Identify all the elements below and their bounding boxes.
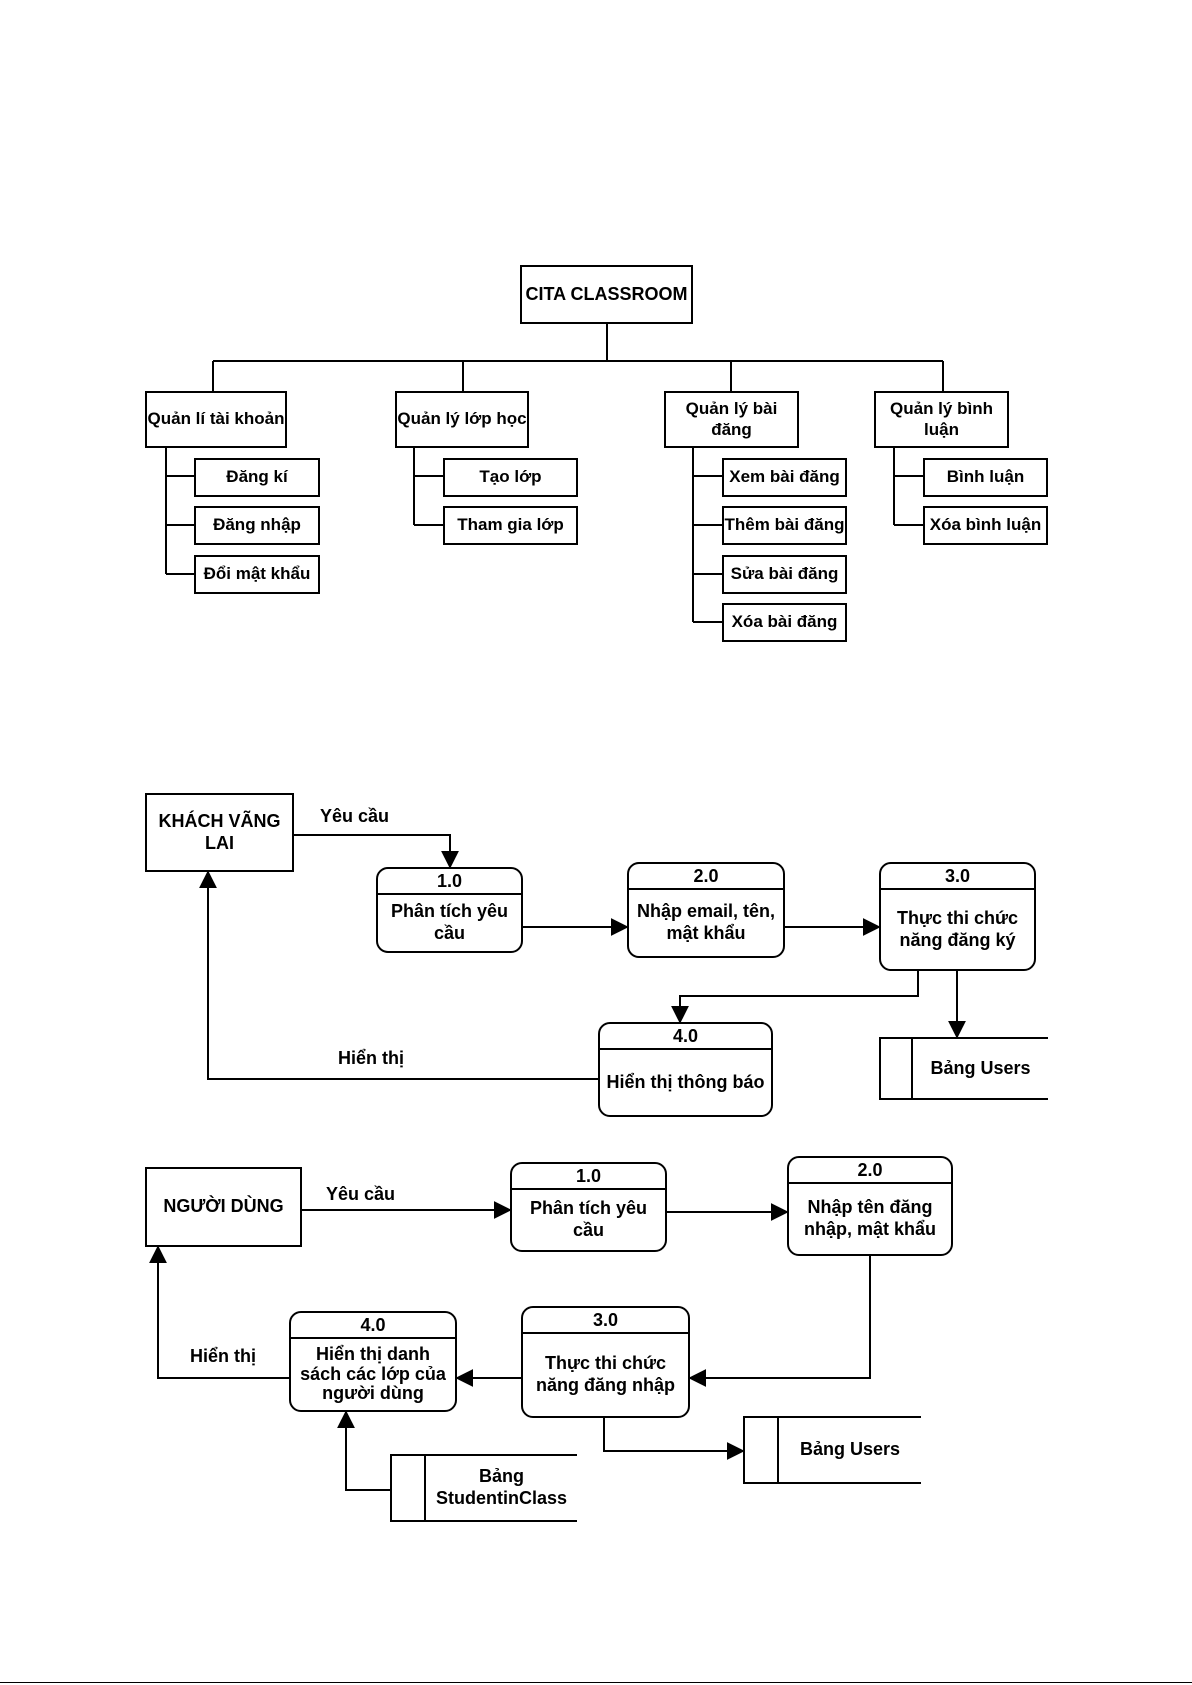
process-label: Phân tích yêu cầu: [529, 1198, 648, 1240]
flow-label-display: Hiển thị: [338, 1048, 404, 1068]
group-post: Quản lý bài đăng: [664, 391, 799, 448]
item-delete-comment: Xóa bình luận: [923, 506, 1048, 545]
datastore-users: Bảng Users: [879, 1037, 1048, 1100]
group-account: Quản lí tài khoản: [145, 391, 287, 448]
process-label: Thực thi chức năng đăng nhập: [536, 1353, 675, 1395]
datastore-studentinclass: Bảng StudentinClass: [390, 1454, 577, 1522]
datastore-divider: [911, 1039, 913, 1098]
item-delete-post: Xóa bài đăng: [722, 603, 847, 642]
process-input-credentials: 2.0 Nhập tên đăng nhập, mật khẩu: [787, 1156, 953, 1256]
item-view-post: Xem bài đăng: [722, 458, 847, 497]
process-analyze-request: 1.0 Phân tích yêu cầu: [376, 867, 523, 953]
process-label: Nhập email, tên, mật khẩu: [636, 901, 776, 943]
item-register: Đăng kí: [194, 458, 320, 497]
flow-label-request: Yêu cầu: [320, 806, 390, 826]
datastore-divider: [777, 1418, 779, 1482]
process-execute-register: 3.0 Thực thi chức năng đăng ký: [879, 862, 1036, 971]
process-id: 1.0: [378, 869, 521, 895]
process-label: Phân tích yêu cầu: [390, 901, 509, 943]
process-input-email: 2.0 Nhập email, tên, mật khẩu: [627, 862, 785, 958]
process-label: Thực thi chức năng đăng ký: [896, 907, 1019, 950]
process-id: 3.0: [881, 864, 1034, 890]
group-comment: Quản lý bình luận: [874, 391, 1009, 448]
entity-user: NGƯỜI DÙNG: [145, 1167, 302, 1247]
group-class: Quản lý lớp học: [395, 391, 529, 448]
item-login: Đăng nhập: [194, 506, 320, 545]
flow-label-display: Hiển thị: [190, 1346, 256, 1366]
entity-guest: KHÁCH VÃNG LAI: [145, 793, 294, 872]
process-id: 4.0: [600, 1024, 771, 1050]
item-edit-post: Sửa bài đăng: [722, 555, 847, 594]
datastore-divider: [424, 1456, 426, 1520]
process-id: 2.0: [629, 864, 783, 890]
process-label: Nhập tên đăng nhập, mật khẩu: [803, 1197, 937, 1239]
process-show-message: 4.0 Hiển thị thông báo: [598, 1022, 773, 1117]
process-id: 4.0: [291, 1313, 455, 1339]
item-create-class: Tạo lớp: [443, 458, 578, 497]
process-analyze-request: 1.0 Phân tích yêu cầu: [510, 1162, 667, 1252]
datastore-label: Bảng Users: [930, 1057, 1031, 1078]
process-id: 1.0: [512, 1164, 665, 1190]
page-bottom-rule: [0, 1682, 1192, 1683]
process-show-class-list: 4.0 Hiển thị danh sách các lớp của người…: [289, 1311, 457, 1412]
process-id: 2.0: [789, 1158, 951, 1184]
process-id: 3.0: [523, 1308, 688, 1334]
datastore-users: Bảng Users: [743, 1416, 921, 1484]
item-change-password: Đổi mật khẩu: [194, 555, 320, 594]
root-node: CITA CLASSROOM: [520, 265, 693, 324]
item-join-class: Tham gia lớp: [443, 506, 578, 545]
process-execute-login: 3.0 Thực thi chức năng đăng nhập: [521, 1306, 690, 1418]
flow-label-request: Yêu cầu: [326, 1184, 396, 1204]
item-comment: Bình luận: [923, 458, 1048, 497]
process-label: Hiển thị thông báo: [606, 1071, 765, 1092]
process-label: Hiển thị danh sách các lớp của người dùn…: [300, 1343, 446, 1404]
datastore-label: Bảng StudentinClass: [435, 1466, 568, 1508]
datastore-label: Bảng Users: [799, 1439, 901, 1460]
item-add-post: Thêm bài đăng: [722, 506, 847, 545]
